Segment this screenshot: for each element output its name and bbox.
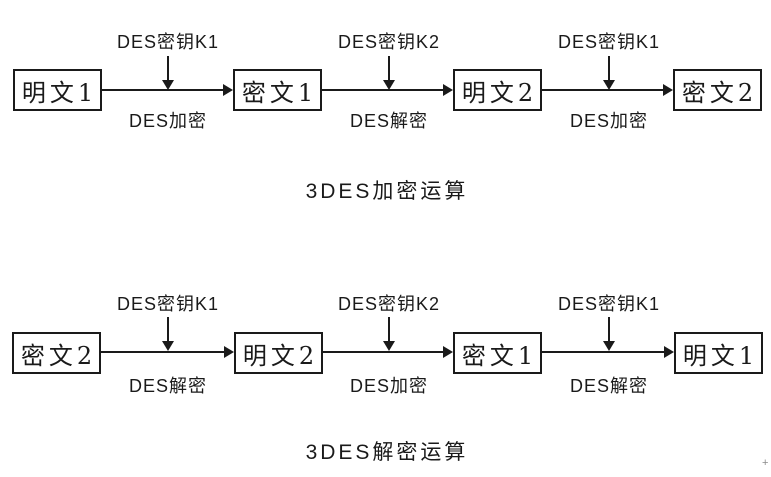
arrowhead-right-icon — [224, 346, 234, 358]
arrowhead-down-icon — [383, 80, 395, 90]
enc-box-ciphertext-1: 密文1 — [233, 69, 322, 111]
key-label: DES密钥K1 — [557, 32, 661, 52]
key-arrow-line — [388, 56, 390, 81]
key-label: DES密钥K1 — [116, 294, 220, 314]
operation-label: DES解密 — [128, 376, 207, 396]
stray-plus-mark: + — [762, 457, 769, 469]
operation-label: DES加密 — [128, 111, 207, 131]
flow-arrow-line — [542, 89, 663, 91]
arrowhead-down-icon — [162, 341, 174, 351]
key-arrow-line — [388, 317, 390, 342]
operation-label: DES解密 — [569, 376, 648, 396]
arrowhead-right-icon — [443, 84, 453, 96]
key-label: DES密钥K1 — [557, 294, 661, 314]
dec-box-plaintext-1: 明文1 — [674, 332, 763, 374]
dec-box-plaintext-2: 明文2 — [234, 332, 323, 374]
flow-arrow-line — [542, 351, 664, 353]
key-arrow-line — [167, 56, 169, 81]
flow-arrow-line — [322, 89, 443, 91]
operation-label: DES解密 — [349, 111, 428, 131]
enc-box-ciphertext-2: 密文2 — [673, 69, 762, 111]
arrowhead-right-icon — [664, 346, 674, 358]
flow-arrow-line — [323, 351, 443, 353]
key-label: DES密钥K2 — [337, 294, 441, 314]
arrowhead-down-icon — [603, 80, 615, 90]
enc-box-plaintext-1: 明文1 — [13, 69, 102, 111]
arrowhead-right-icon — [223, 84, 233, 96]
key-label: DES密钥K1 — [116, 32, 220, 52]
key-arrow-line — [608, 56, 610, 81]
arrowhead-down-icon — [383, 341, 395, 351]
arrowhead-right-icon — [663, 84, 673, 96]
flow-arrow-line — [102, 89, 223, 91]
key-label: DES密钥K2 — [337, 32, 441, 52]
arrowhead-right-icon — [443, 346, 453, 358]
operation-label: DES加密 — [569, 111, 648, 131]
decryption-diagram-title: 3DES解密运算 — [305, 441, 469, 464]
arrowhead-down-icon — [162, 80, 174, 90]
flow-arrow-line — [101, 351, 224, 353]
key-arrow-line — [608, 317, 610, 342]
dec-box-ciphertext-2: 密文2 — [12, 332, 101, 374]
key-arrow-line — [167, 317, 169, 342]
arrowhead-down-icon — [603, 341, 615, 351]
operation-label: DES加密 — [349, 376, 428, 396]
dec-box-ciphertext-1: 密文1 — [453, 332, 542, 374]
encryption-diagram-title: 3DES加密运算 — [305, 180, 469, 203]
enc-box-plaintext-2: 明文2 — [453, 69, 542, 111]
